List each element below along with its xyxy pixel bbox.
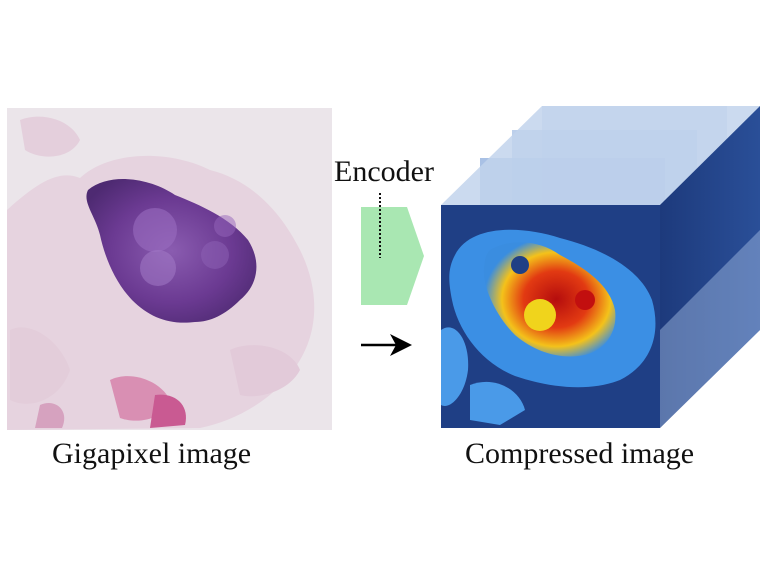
gigapixel-image-caption: Gigapixel image bbox=[52, 437, 252, 470]
encoder-block bbox=[361, 193, 424, 305]
right-arrow-icon bbox=[361, 334, 412, 356]
compressed-image-cube bbox=[441, 106, 760, 428]
gigapixel-image bbox=[7, 108, 332, 430]
compressed-image-caption: Compressed image bbox=[465, 437, 695, 470]
encoder-label: Encoder bbox=[334, 155, 434, 188]
